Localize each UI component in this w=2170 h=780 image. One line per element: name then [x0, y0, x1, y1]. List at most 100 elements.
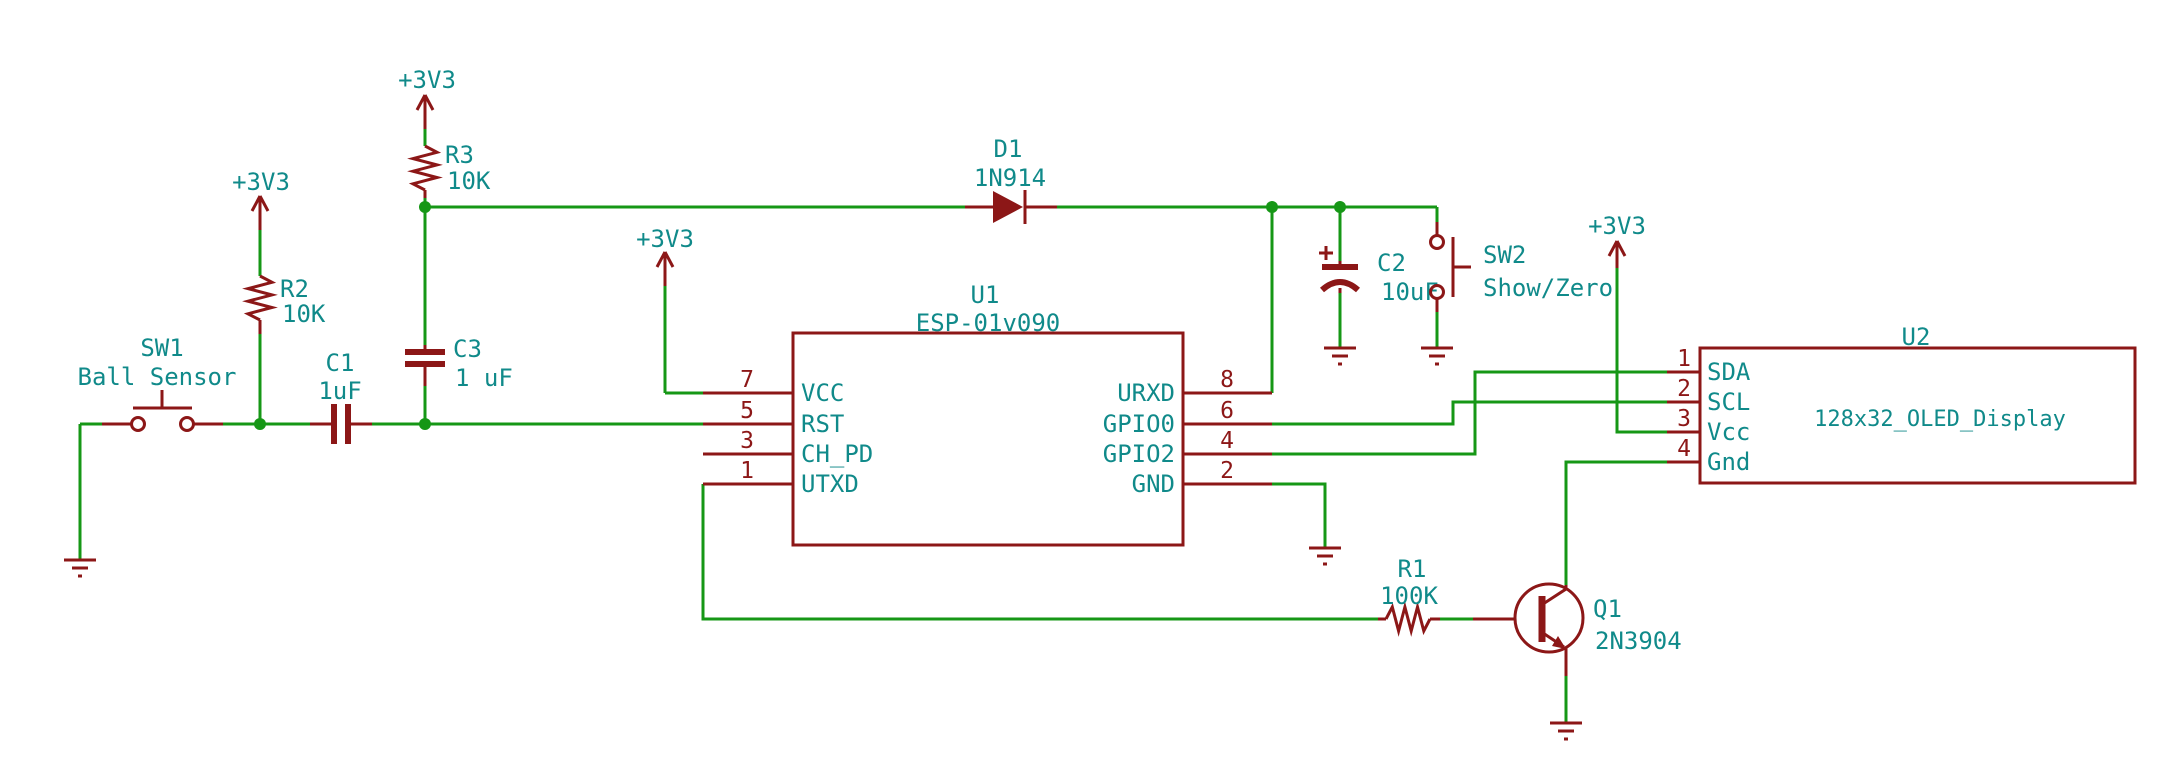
wire-oled-gnd-to-q1-collector[interactable]	[1564, 460, 1667, 585]
u1-pin-number: 1	[740, 458, 754, 484]
sw1-ref[interactable]: SW1	[140, 334, 183, 362]
power-label[interactable]: +3V3	[232, 168, 290, 196]
sw2-value[interactable]: Show/Zero	[1483, 274, 1613, 302]
u1-pin-name: GND	[1132, 470, 1175, 498]
u1-pin-name: URXD	[1117, 379, 1175, 407]
sw1-contact	[130, 416, 146, 432]
u2-pin-name: SDA	[1707, 358, 1751, 386]
capacitor-c3[interactable]: C3 1 uF	[405, 335, 513, 392]
u1-pin-number: 7	[740, 367, 754, 393]
q1-value[interactable]: 2N3904	[1595, 627, 1682, 655]
d1-value[interactable]: 1N914	[974, 164, 1046, 192]
sw2-contact	[1429, 284, 1445, 300]
r1-value[interactable]: 100K	[1380, 582, 1438, 610]
u2-pin-number: 1	[1677, 346, 1691, 372]
sw1-value[interactable]: Ball Sensor	[78, 363, 237, 391]
wire-utxd-to-r1[interactable]	[701, 484, 1473, 621]
sw2-ref[interactable]: SW2	[1483, 241, 1526, 269]
wire-3v3-rail-top[interactable]	[423, 129, 1439, 222]
u2-pin-number: 3	[1677, 406, 1691, 432]
r1-ref[interactable]: R1	[1398, 555, 1427, 583]
u1-pin-name: UTXD	[801, 470, 859, 498]
junction-dot	[419, 418, 431, 430]
u2-value[interactable]: 128x32_OLED_Display	[1814, 407, 2066, 432]
gnd-symbol-sw2[interactable]	[1421, 346, 1453, 366]
wire-3v3-to-oled-vcc[interactable]	[1615, 268, 1667, 434]
gnd-symbol-q1[interactable]	[1550, 721, 1582, 741]
r2-value[interactable]: 10K	[282, 300, 326, 328]
resistor-r3[interactable]: R3 10K	[407, 141, 491, 198]
switch-sw2[interactable]: SW2 Show/Zero	[1429, 222, 1614, 312]
u2-pin-scl[interactable]: 2 SCL	[1667, 376, 1750, 416]
power-flag-3v3-u2vcc[interactable]: +3V3	[1588, 212, 1646, 268]
power-label[interactable]: +3V3	[1588, 212, 1646, 240]
power-label[interactable]: +3V3	[398, 66, 456, 94]
ic-u1[interactable]: U1 ESP-01v090 7 VCC 5 RST 3 CH_PD 1 UTXD…	[703, 281, 1272, 547]
u2-ref[interactable]: U2	[1902, 323, 1931, 351]
u1-pin-number: 4	[1220, 428, 1234, 454]
c1-value[interactable]: 1uF	[318, 377, 361, 405]
q1-ref[interactable]: Q1	[1593, 595, 1622, 623]
u1-pin-name: CH_PD	[801, 440, 873, 468]
power-flag-3v3-r3[interactable]: +3V3	[398, 66, 456, 129]
u1-pin-name: GPIO0	[1103, 410, 1175, 438]
resistor-r2[interactable]: R2 10K	[242, 274, 326, 334]
u1-pin-name: GPIO2	[1103, 440, 1175, 468]
u1-pin-number: 8	[1220, 367, 1234, 393]
wire-gpio2-to-sda[interactable]	[1272, 370, 1667, 456]
u1-pin-number: 5	[740, 398, 754, 424]
ic-u2[interactable]: U2 128x32_OLED_Display 1 SDA 2 SCL 3 Vcc…	[1667, 323, 2137, 485]
u1-pin-gpio2[interactable]: 4 GPIO2	[1103, 428, 1272, 468]
gnd-symbol-u1[interactable]	[1309, 546, 1341, 566]
q1-body	[1513, 582, 1585, 654]
r2-ref[interactable]: R2	[280, 275, 309, 303]
wire-sw1-net[interactable]	[78, 422, 310, 560]
wire-gpio0-to-scl[interactable]	[1272, 400, 1667, 426]
d1-ref[interactable]: D1	[994, 135, 1023, 163]
u1-pin-number: 6	[1220, 398, 1234, 424]
diode-d1[interactable]: D1 1N914	[965, 135, 1057, 224]
gnd-symbol-c2[interactable]	[1324, 346, 1356, 366]
u2-pin-name: Vcc	[1707, 418, 1750, 446]
u1-pin-rst[interactable]: 5 RST	[703, 398, 844, 438]
capacitor-c2[interactable]: C2 10uF	[1319, 246, 1439, 306]
junction-dot	[1334, 201, 1346, 213]
u1-pin-urxd[interactable]: 8 URXD	[1117, 367, 1272, 407]
u2-pin-gnd[interactable]: 4 Gnd	[1667, 436, 1750, 476]
u1-pin-gpio0[interactable]: 6 GPIO0	[1103, 398, 1272, 438]
gnd-symbol-sw1[interactable]	[64, 558, 96, 578]
u1-pin-gnd[interactable]: 2 GND	[1132, 458, 1272, 498]
u2-pin-name: Gnd	[1707, 448, 1750, 476]
u1-pin-utxd[interactable]: 1 UTXD	[703, 458, 859, 498]
c3-ref[interactable]: C3	[453, 335, 482, 363]
wire-vcc-net[interactable]	[663, 286, 703, 395]
u2-pin-sda[interactable]: 1 SDA	[1667, 346, 1751, 386]
u1-value[interactable]: ESP-01v090	[916, 309, 1061, 337]
power-label[interactable]: +3V3	[636, 225, 694, 253]
u1-ref[interactable]: U1	[971, 281, 1000, 309]
r3-ref[interactable]: R3	[445, 141, 474, 169]
c1-ref[interactable]: C1	[326, 349, 355, 377]
r3-value[interactable]: 10K	[447, 167, 491, 195]
c3-value[interactable]: 1 uF	[455, 364, 513, 392]
power-flag-3v3-r2[interactable]: +3V3	[232, 168, 290, 230]
u1-pin-ch_pd[interactable]: 3 CH_PD	[703, 428, 873, 468]
sw2-contact	[1429, 234, 1445, 250]
switch-sw1[interactable]: SW1 Ball Sensor	[78, 334, 237, 432]
u2-pin-vcc[interactable]: 3 Vcc	[1667, 406, 1750, 446]
transistor-q1[interactable]: Q1 2N3904	[1473, 582, 1682, 676]
u1-pin-number: 3	[740, 428, 754, 454]
wire-u1-gnd[interactable]	[1272, 482, 1327, 548]
u2-pin-number: 2	[1677, 376, 1691, 402]
u2-pin-name: SCL	[1707, 388, 1750, 416]
power-flag-3v3-u1vcc[interactable]: +3V3	[636, 225, 694, 286]
q1-collector	[1542, 585, 1568, 606]
capacitor-c1[interactable]: C1 1uF	[310, 349, 372, 444]
u1-pin-vcc[interactable]: 7 VCC	[703, 367, 844, 407]
c2-ref[interactable]: C2	[1377, 249, 1406, 277]
resistor-r1[interactable]: R1 100K	[1378, 555, 1440, 637]
junction-dots	[254, 201, 1346, 430]
u1-body	[791, 331, 1185, 547]
